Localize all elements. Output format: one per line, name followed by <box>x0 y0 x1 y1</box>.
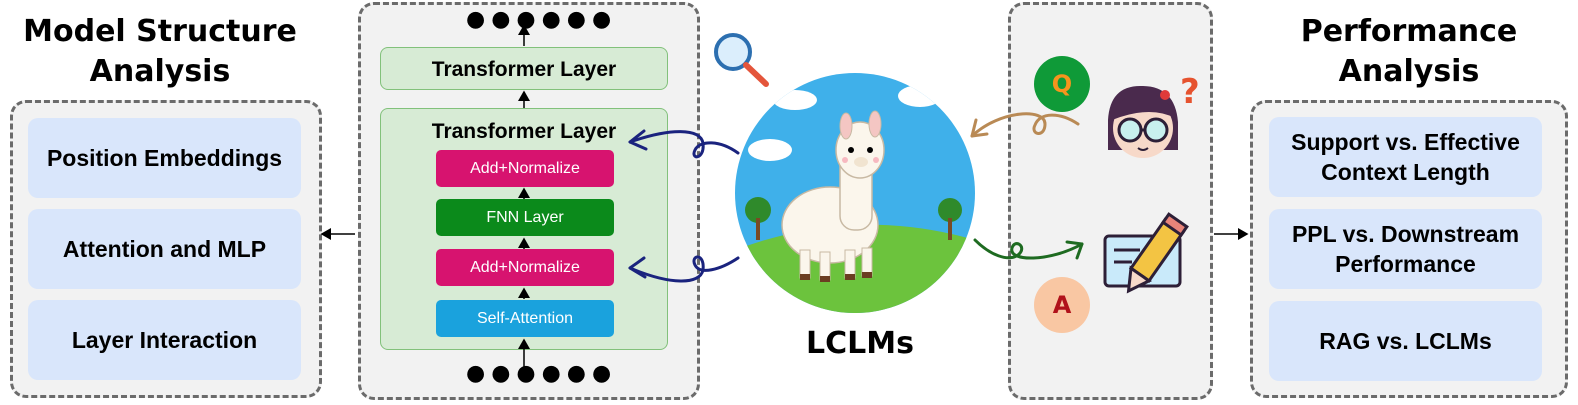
bottom-dots: ●●●●●● <box>466 361 618 386</box>
curl-arrow-top <box>628 130 740 159</box>
top-transformer-layer: Transformer Layer <box>380 47 668 90</box>
attention-mlp-box: Attention and MLP <box>28 209 301 289</box>
performance-analysis-title: Performance Analysis <box>1300 14 1518 89</box>
model-structure-title: Model Structure Analysis <box>23 14 297 89</box>
lclms-label: LCLMs <box>806 326 914 361</box>
note-pencil-icon <box>1103 212 1189 294</box>
answer-arrow <box>973 238 1084 260</box>
llama-icon <box>735 73 975 313</box>
curl-arrow-bottom <box>628 255 740 283</box>
layer-interaction-box: Layer Interaction <box>28 300 301 380</box>
fnn-layer-block: FNN Layer <box>436 199 614 236</box>
svg-text:?: ? <box>1180 72 1200 112</box>
top-dots: ●●●●●● <box>466 7 618 32</box>
main-transformer-layer-label: Transformer Layer <box>431 120 617 143</box>
thinking-girl-icon: ? <box>1108 72 1200 158</box>
ppl-vs-downstream-box: PPL vs. Downstream Performance <box>1269 209 1542 289</box>
position-embeddings-box: Position Embeddings <box>28 118 301 198</box>
question-badge: Q <box>1034 56 1090 112</box>
top-transformer-layer-label: Transformer Layer <box>431 58 617 81</box>
magnifier-icon <box>714 33 769 87</box>
support-vs-effective-box: Support vs. Effective Context Length <box>1269 117 1542 197</box>
answer-badge: A <box>1034 277 1090 333</box>
add-normalize-block-bottom: Add+Normalize <box>436 249 614 286</box>
add-normalize-block-top: Add+Normalize <box>436 150 614 187</box>
question-arrow <box>970 112 1080 138</box>
self-attention-block: Self-Attention <box>436 300 614 337</box>
rag-vs-lclms-box: RAG vs. LCLMs <box>1269 301 1542 381</box>
